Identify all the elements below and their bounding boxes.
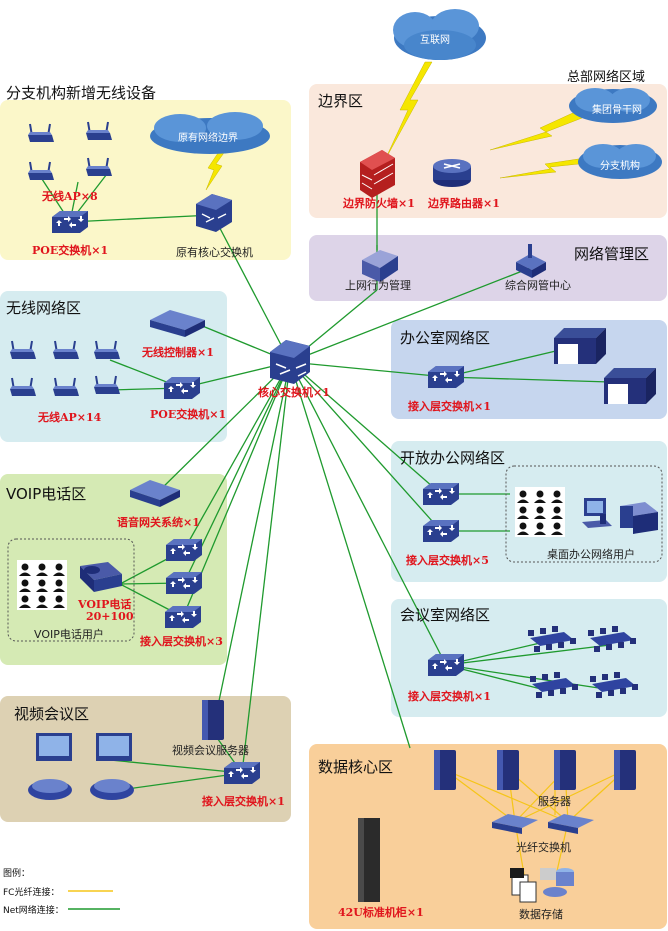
video-title: 视频会议区	[14, 705, 90, 723]
wireless-controller-label: 无线控制器×1	[142, 346, 214, 359]
open-office-switch-label: 接入层交换机×5	[406, 554, 489, 567]
meeting-switch-label: 接入层交换机×1	[408, 690, 491, 703]
servers-label: 服务器	[538, 795, 571, 808]
firewall-label: 边界防火墙×1	[343, 197, 415, 210]
voip-phone-icon	[80, 562, 122, 592]
legend-title: 图例：	[3, 869, 31, 879]
voip-switch-label: 接入层交换机×3	[140, 635, 223, 648]
fc-switch-label: 光纤交换机	[516, 841, 571, 854]
meeting-table-icon-2	[588, 626, 636, 652]
voice-gateway-label: 语音网关系统×1	[117, 516, 200, 529]
hq-title: 总部网络区域	[567, 70, 646, 85]
branch-ap-icons	[27, 121, 113, 181]
desktop-pc-icon	[582, 498, 612, 528]
branch-poe-label: POE交换机×1	[32, 244, 109, 257]
router-label: 边界路由器×1	[428, 197, 500, 210]
video-switch-label: 接入层交换机×1	[202, 795, 285, 808]
server-icon-3	[554, 750, 576, 790]
branch-core-switch-icon	[196, 194, 232, 232]
datacenter-title: 数据核心区	[318, 758, 394, 776]
printer-icon	[620, 502, 658, 534]
rack-label: 42U标准机柜×1	[338, 906, 424, 919]
meeting-title: 会议室网络区	[400, 606, 491, 624]
nms-label: 综合网管中心	[505, 279, 571, 292]
internet-cloud-icon	[393, 9, 486, 60]
video-switch-icon	[224, 762, 260, 784]
voip-switch-icon-3	[165, 606, 201, 628]
voip-users-label: VOIP电话用户	[34, 628, 104, 641]
voip-switch-icon-2	[166, 572, 202, 594]
meeting-switch-icon	[428, 654, 464, 676]
voip-title: VOIP电话区	[6, 485, 87, 503]
core-switch-label: 核心交换机×1	[258, 386, 330, 399]
fc-switch-icons	[492, 814, 594, 834]
lightning-bolts	[205, 61, 589, 191]
branch-cloud-icon	[150, 112, 270, 154]
branch-title: 分支机构新增无线设备	[6, 84, 157, 102]
rack-icon	[358, 818, 380, 902]
firewall-icon	[360, 150, 395, 198]
meeting-table-icon	[528, 626, 576, 652]
branch-office-label: 分支机构	[600, 161, 640, 172]
open-office-users-label: 桌面办公网络用户	[547, 548, 635, 561]
fc-links	[444, 769, 626, 881]
meeting-table-icon-3	[530, 672, 578, 698]
voip-phone-label: VOIP电话	[78, 598, 132, 611]
open-office-title: 开放办公网络区	[400, 449, 506, 467]
open-office-switch-icon-2	[423, 520, 459, 542]
behavior-mgmt-icon	[362, 245, 398, 282]
server-icon-2	[497, 750, 519, 790]
behavior-mgmt-label: 上网行为管理	[345, 279, 411, 292]
open-office-switch-icon	[423, 483, 459, 505]
voip-phone-count-label: 20+100	[86, 610, 134, 623]
voip-switch-icon-1	[166, 539, 202, 561]
legend-fc-label: FC光纤连接：	[3, 888, 60, 898]
office-desk-icon-2	[604, 368, 656, 404]
wireless-ap-label: 无线AP×14	[38, 411, 102, 424]
core-switch-icon	[270, 340, 310, 384]
video-terminal-icons	[28, 733, 134, 800]
meeting-table-icon-4	[590, 672, 638, 698]
backbone-label: 集团骨干网	[592, 105, 642, 116]
storage-icon	[510, 868, 574, 903]
internet-label: 互联网	[420, 35, 450, 46]
wireless-poe-label: POE交换机×1	[150, 408, 227, 421]
branch-office-cloud-icon	[578, 144, 662, 179]
wireless-controller-icon	[150, 310, 205, 337]
branch-core-label: 原有核心交换机	[176, 246, 253, 259]
video-server-label: 视频会议服务器	[172, 744, 249, 757]
border-router-icon	[433, 159, 471, 187]
video-server-icon	[202, 700, 224, 740]
border-title: 边界区	[318, 92, 364, 110]
office-desk-icon	[554, 328, 606, 364]
wireless-ap-icons	[9, 340, 121, 397]
open-office-users-icon	[515, 487, 565, 537]
branch-cloud-label: 原有网络边界	[178, 133, 238, 144]
server-icon-1	[434, 750, 456, 790]
legend-net-label: Net网络连接：	[3, 906, 64, 916]
office-title: 办公室网络区	[400, 329, 491, 347]
branch-poe-switch-icon	[52, 211, 88, 233]
office-switch-icon	[428, 366, 464, 388]
nms-icon	[516, 244, 546, 278]
voice-gateway-icon	[130, 480, 180, 507]
branch-ap-label: 无线AP×8	[42, 190, 98, 203]
mgmt-title: 网络管理区	[574, 245, 650, 263]
wireless-title: 无线网络区	[6, 299, 82, 317]
storage-label: 数据存储	[519, 908, 563, 921]
office-switch-label: 接入层交换机×1	[408, 400, 491, 413]
wireless-poe-switch-icon	[164, 377, 200, 399]
backbone-cloud-icon	[569, 88, 657, 123]
server-icon-4	[614, 750, 636, 790]
voip-users-icon	[17, 560, 67, 610]
